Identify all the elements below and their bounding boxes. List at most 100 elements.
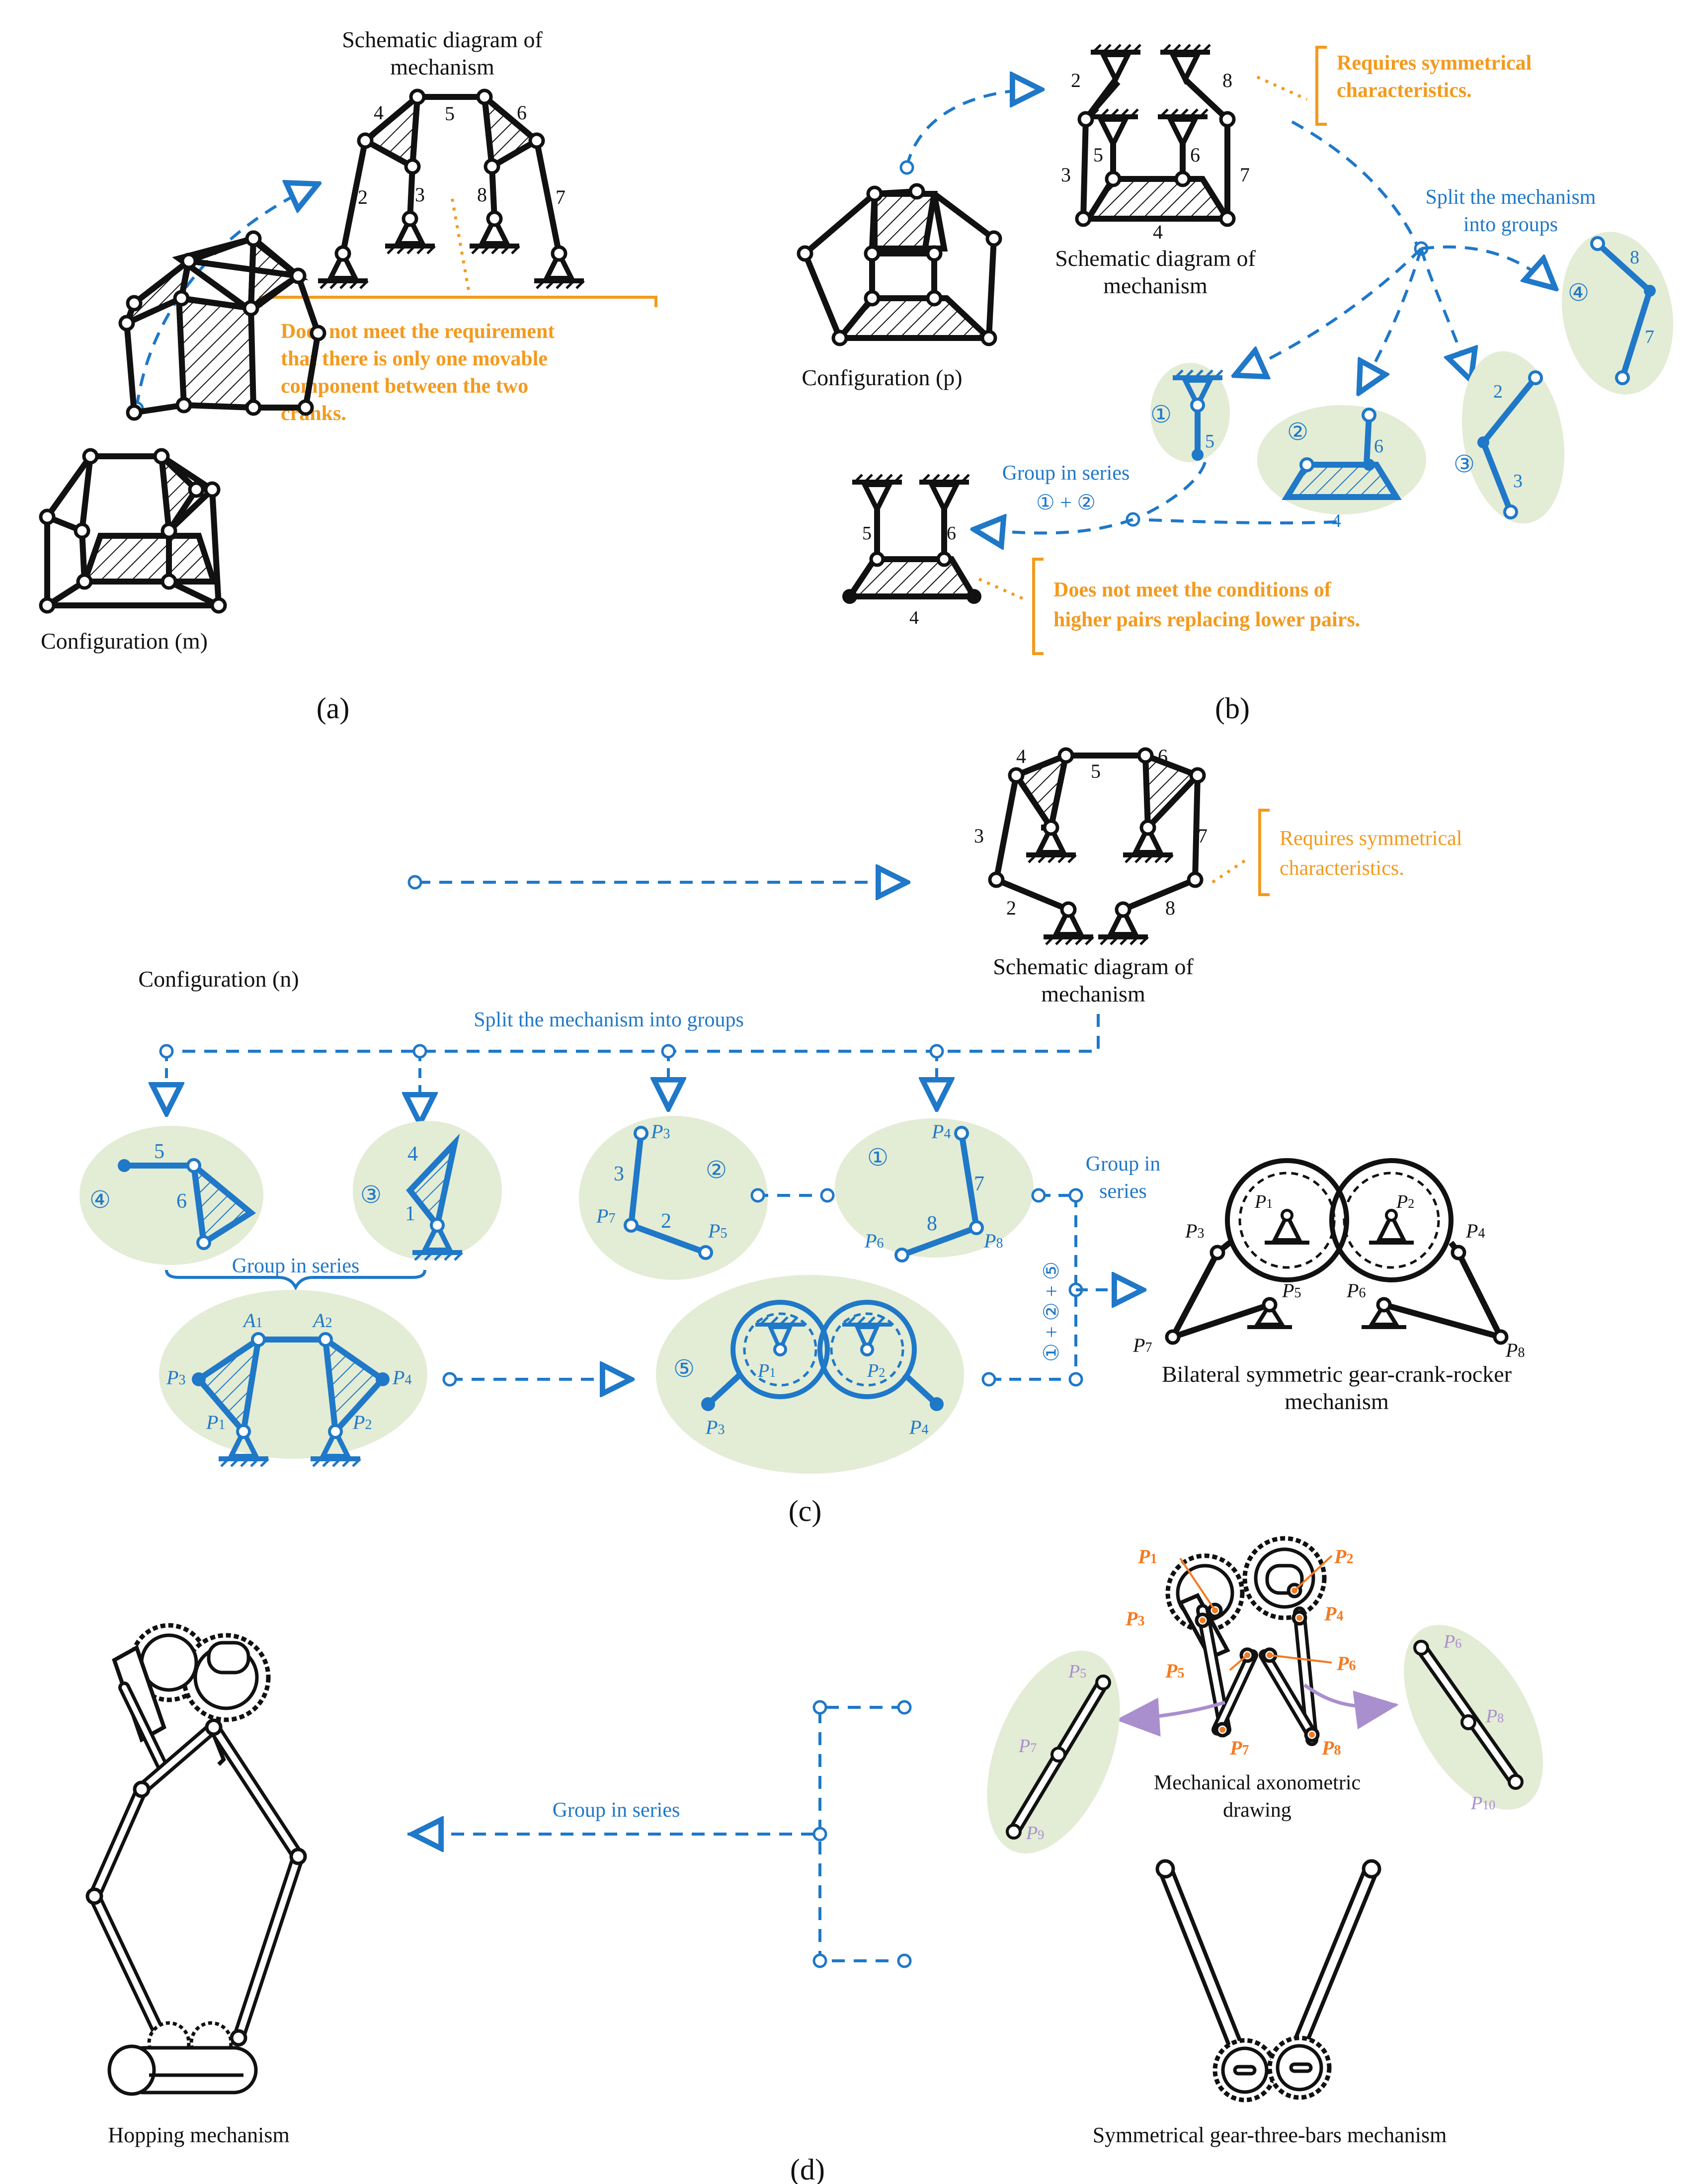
- note-a: Does not meet the requirement that there…: [281, 320, 555, 425]
- rp8-sub: 8: [1518, 1345, 1525, 1360]
- num-3: 3: [614, 1163, 624, 1185]
- a2-letter: A: [312, 1309, 325, 1332]
- circ-2: ②: [1287, 419, 1308, 445]
- num-5: 5: [154, 1140, 164, 1163]
- hopping-label: Hopping mechanism: [108, 2123, 289, 2147]
- p3-letter: P: [650, 1120, 663, 1143]
- cp1-letter: P: [206, 1411, 218, 1433]
- lp9-letter: P: [1026, 1823, 1038, 1844]
- rp7-letter: P: [1132, 1334, 1145, 1356]
- svg-text:P4: P4: [1465, 1220, 1485, 1242]
- split-c: Split the mechanism into groups: [474, 1008, 744, 1031]
- group-c-5: ⑤ P1 P2 P3 P4: [656, 1275, 964, 1474]
- result-num-6: 6: [947, 523, 956, 544]
- purple-group-right: P6 P8 P10: [1404, 1625, 1543, 1814]
- rp1-letter: P: [1254, 1191, 1266, 1212]
- axo-p4-letter: P: [1324, 1602, 1337, 1625]
- p6-letter: P: [864, 1230, 877, 1252]
- circ-4: ④: [1568, 280, 1589, 306]
- rp8-letter: P: [1505, 1339, 1518, 1361]
- circ-3: ③: [1453, 451, 1475, 478]
- g5p2-sub: 2: [879, 1365, 885, 1380]
- group-series-c: Group in series: [232, 1255, 360, 1277]
- svg-text:P5: P5: [1165, 1660, 1184, 1682]
- gear-three-bars-drawing: [1155, 1859, 1381, 2102]
- num-5: 5: [1205, 431, 1214, 452]
- lp5-letter: P: [1068, 1661, 1080, 1682]
- g5p2-letter: P: [867, 1360, 879, 1381]
- arrow-config-p-to-schematic: [905, 89, 1041, 167]
- result-c-1: Bilateral symmetric gear-crank-rocker: [1162, 1361, 1512, 1387]
- num-7: 7: [1645, 327, 1654, 347]
- group-c-4: ④ 5 6: [80, 1126, 263, 1265]
- rp2-sub: 2: [1408, 1196, 1414, 1211]
- group-series-d: Group in series: [553, 1799, 680, 1822]
- p3-sub: 3: [663, 1126, 670, 1142]
- hopping-mechanism-drawing: [85, 1623, 307, 2096]
- num-6: 6: [1190, 144, 1200, 166]
- split-line-c: [166, 1014, 1100, 1053]
- configuration-p-joints: [797, 183, 1002, 346]
- panel-b-label: (b): [1215, 692, 1250, 725]
- circ-1: ①: [1150, 402, 1172, 428]
- p4-sub: 4: [944, 1126, 951, 1142]
- svg-text:P4: P4: [1324, 1602, 1343, 1625]
- split-arrows-b: [1235, 245, 1555, 393]
- schematic-a-grounds: [318, 213, 585, 289]
- rp5-letter: P: [1282, 1279, 1294, 1302]
- axo-p8-sub: 8: [1334, 1743, 1341, 1758]
- axo-p1-letter: P: [1137, 1545, 1150, 1568]
- num-8: 8: [927, 1212, 937, 1235]
- schematic-b-joints: [1075, 111, 1236, 227]
- group-series-b-1: Group in series: [1002, 462, 1130, 485]
- group-c-combined: A1 A2 P3 P4 P1 P2: [159, 1290, 427, 1467]
- axo-p4-sub: 4: [1336, 1608, 1343, 1624]
- num-6: 6: [517, 101, 527, 124]
- rp10-sub: 10: [1482, 1798, 1495, 1812]
- axo-p5-sub: 5: [1177, 1666, 1184, 1681]
- a2-sub: 2: [325, 1315, 332, 1331]
- svg-text:P8: P8: [983, 1230, 1003, 1252]
- dash-g2-to-node: [1132, 518, 1337, 525]
- axo-p3-sub: 3: [1137, 1613, 1144, 1629]
- schematic-a-title-2: mechanism: [390, 54, 494, 80]
- schematic-a-joints: [334, 88, 567, 262]
- schematic-c-joints: [988, 747, 1206, 918]
- lp5-sub: 5: [1080, 1666, 1086, 1680]
- result-b: [844, 474, 979, 599]
- svg-text:P6: P6: [864, 1230, 884, 1252]
- rp3-letter: P: [1185, 1220, 1197, 1242]
- rp3-sub: 3: [1197, 1226, 1204, 1241]
- circ-3: ③: [360, 1182, 382, 1208]
- panel-d-label: (d): [790, 2153, 825, 2184]
- note-a-3: component between the two: [281, 375, 528, 398]
- split-nodes-c: [159, 1044, 944, 1059]
- cp3-letter: P: [166, 1366, 178, 1389]
- rp4-letter: P: [1465, 1220, 1478, 1242]
- arrow-series-to-result: [974, 519, 1133, 533]
- num-4: 4: [407, 1143, 418, 1166]
- split-b-2: into groups: [1463, 213, 1558, 236]
- num-2: 2: [1006, 897, 1016, 919]
- rp6-sub: 6: [1359, 1285, 1366, 1301]
- bracket-d: [818, 1706, 904, 1962]
- svg-text:P5: P5: [708, 1220, 727, 1242]
- panel-c-label: (c): [789, 1495, 822, 1527]
- group-b-4: ④ 8 7: [1561, 232, 1674, 395]
- purple-arrow-right: [1303, 1683, 1399, 1730]
- schematic-b-title-2: mechanism: [1103, 273, 1208, 298]
- configuration-n-joints: [118, 230, 326, 421]
- svg-text:P3: P3: [650, 1120, 670, 1143]
- brace-c: [165, 1269, 426, 1291]
- group-c-2: ② 3 2 P3 P7 P5: [579, 1116, 768, 1280]
- result-c: P1 P2 P3 P4 P5 P6 P7 P8: [1132, 1158, 1525, 1361]
- svg-text:P7: P7: [1018, 1736, 1037, 1757]
- g5p3-sub: 3: [718, 1422, 725, 1437]
- cp3-sub: 3: [178, 1372, 185, 1388]
- group-c-1: ① 7 8 P4 P6 P8: [835, 1118, 1034, 1262]
- svg-text:P1: P1: [206, 1411, 225, 1433]
- svg-text:P10: P10: [1470, 1793, 1495, 1814]
- rp6b-sub: 6: [1455, 1636, 1461, 1651]
- orange-leader-c: [1211, 856, 1251, 884]
